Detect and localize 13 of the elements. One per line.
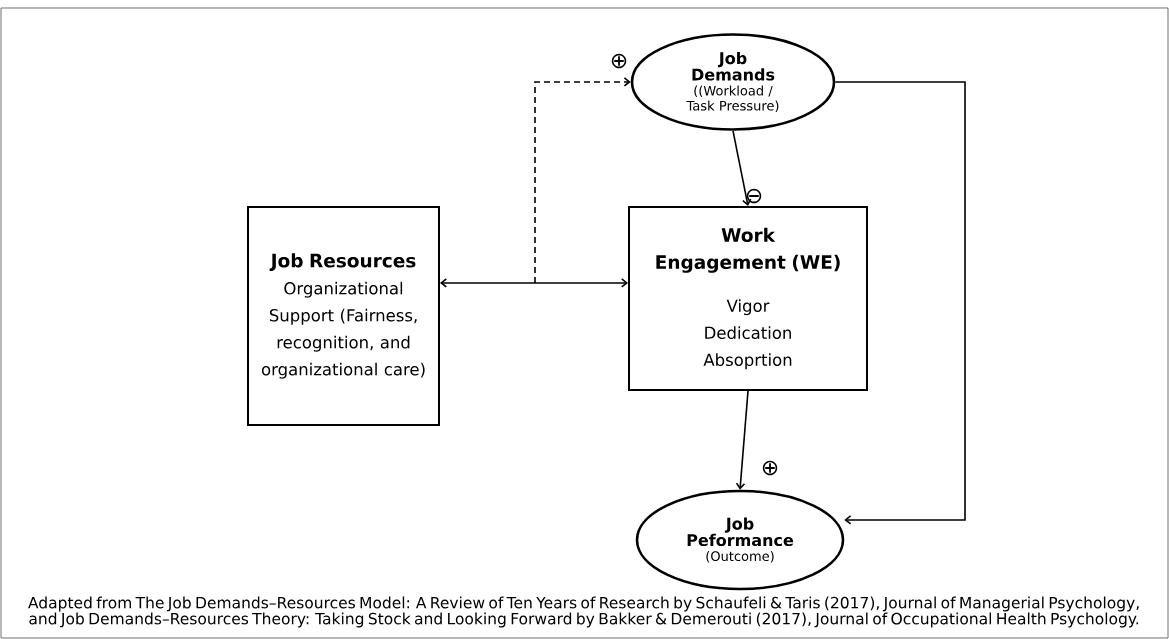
process-box: Job Resources Organizational Support (Fairness, recognition, and organizational care) (247, 206, 440, 426)
arrow (534, 77, 631, 284)
edge-label: ⊕ (762, 460, 778, 476)
oval-node: Job Peformance (Outcome) (635, 489, 845, 591)
edge-label: ⊖ (746, 188, 762, 204)
arrow (735, 390, 749, 490)
oval-node: Job Demands ((Workload / Task Pressure) (630, 33, 836, 131)
process-box: Work Engagement (WE) Vigor Dedication Absoprtion (628, 206, 868, 391)
arrow (440, 278, 628, 288)
caption: Adapted from The Job Demands–Resources Model: A Review of Ten Years of Research by Schaufeli & Taris (2017), Journal of Managerial Psychology, and Job Demands–Resources Theory: Taking Stock and Looking Forward by Bakker & Demerouti (2017), Journal of Occupational Health Psychology. (28, 596, 1139, 628)
arrow (834, 81, 966, 525)
edge-label: ⊕ (611, 53, 627, 69)
arrow (732, 130, 752, 206)
